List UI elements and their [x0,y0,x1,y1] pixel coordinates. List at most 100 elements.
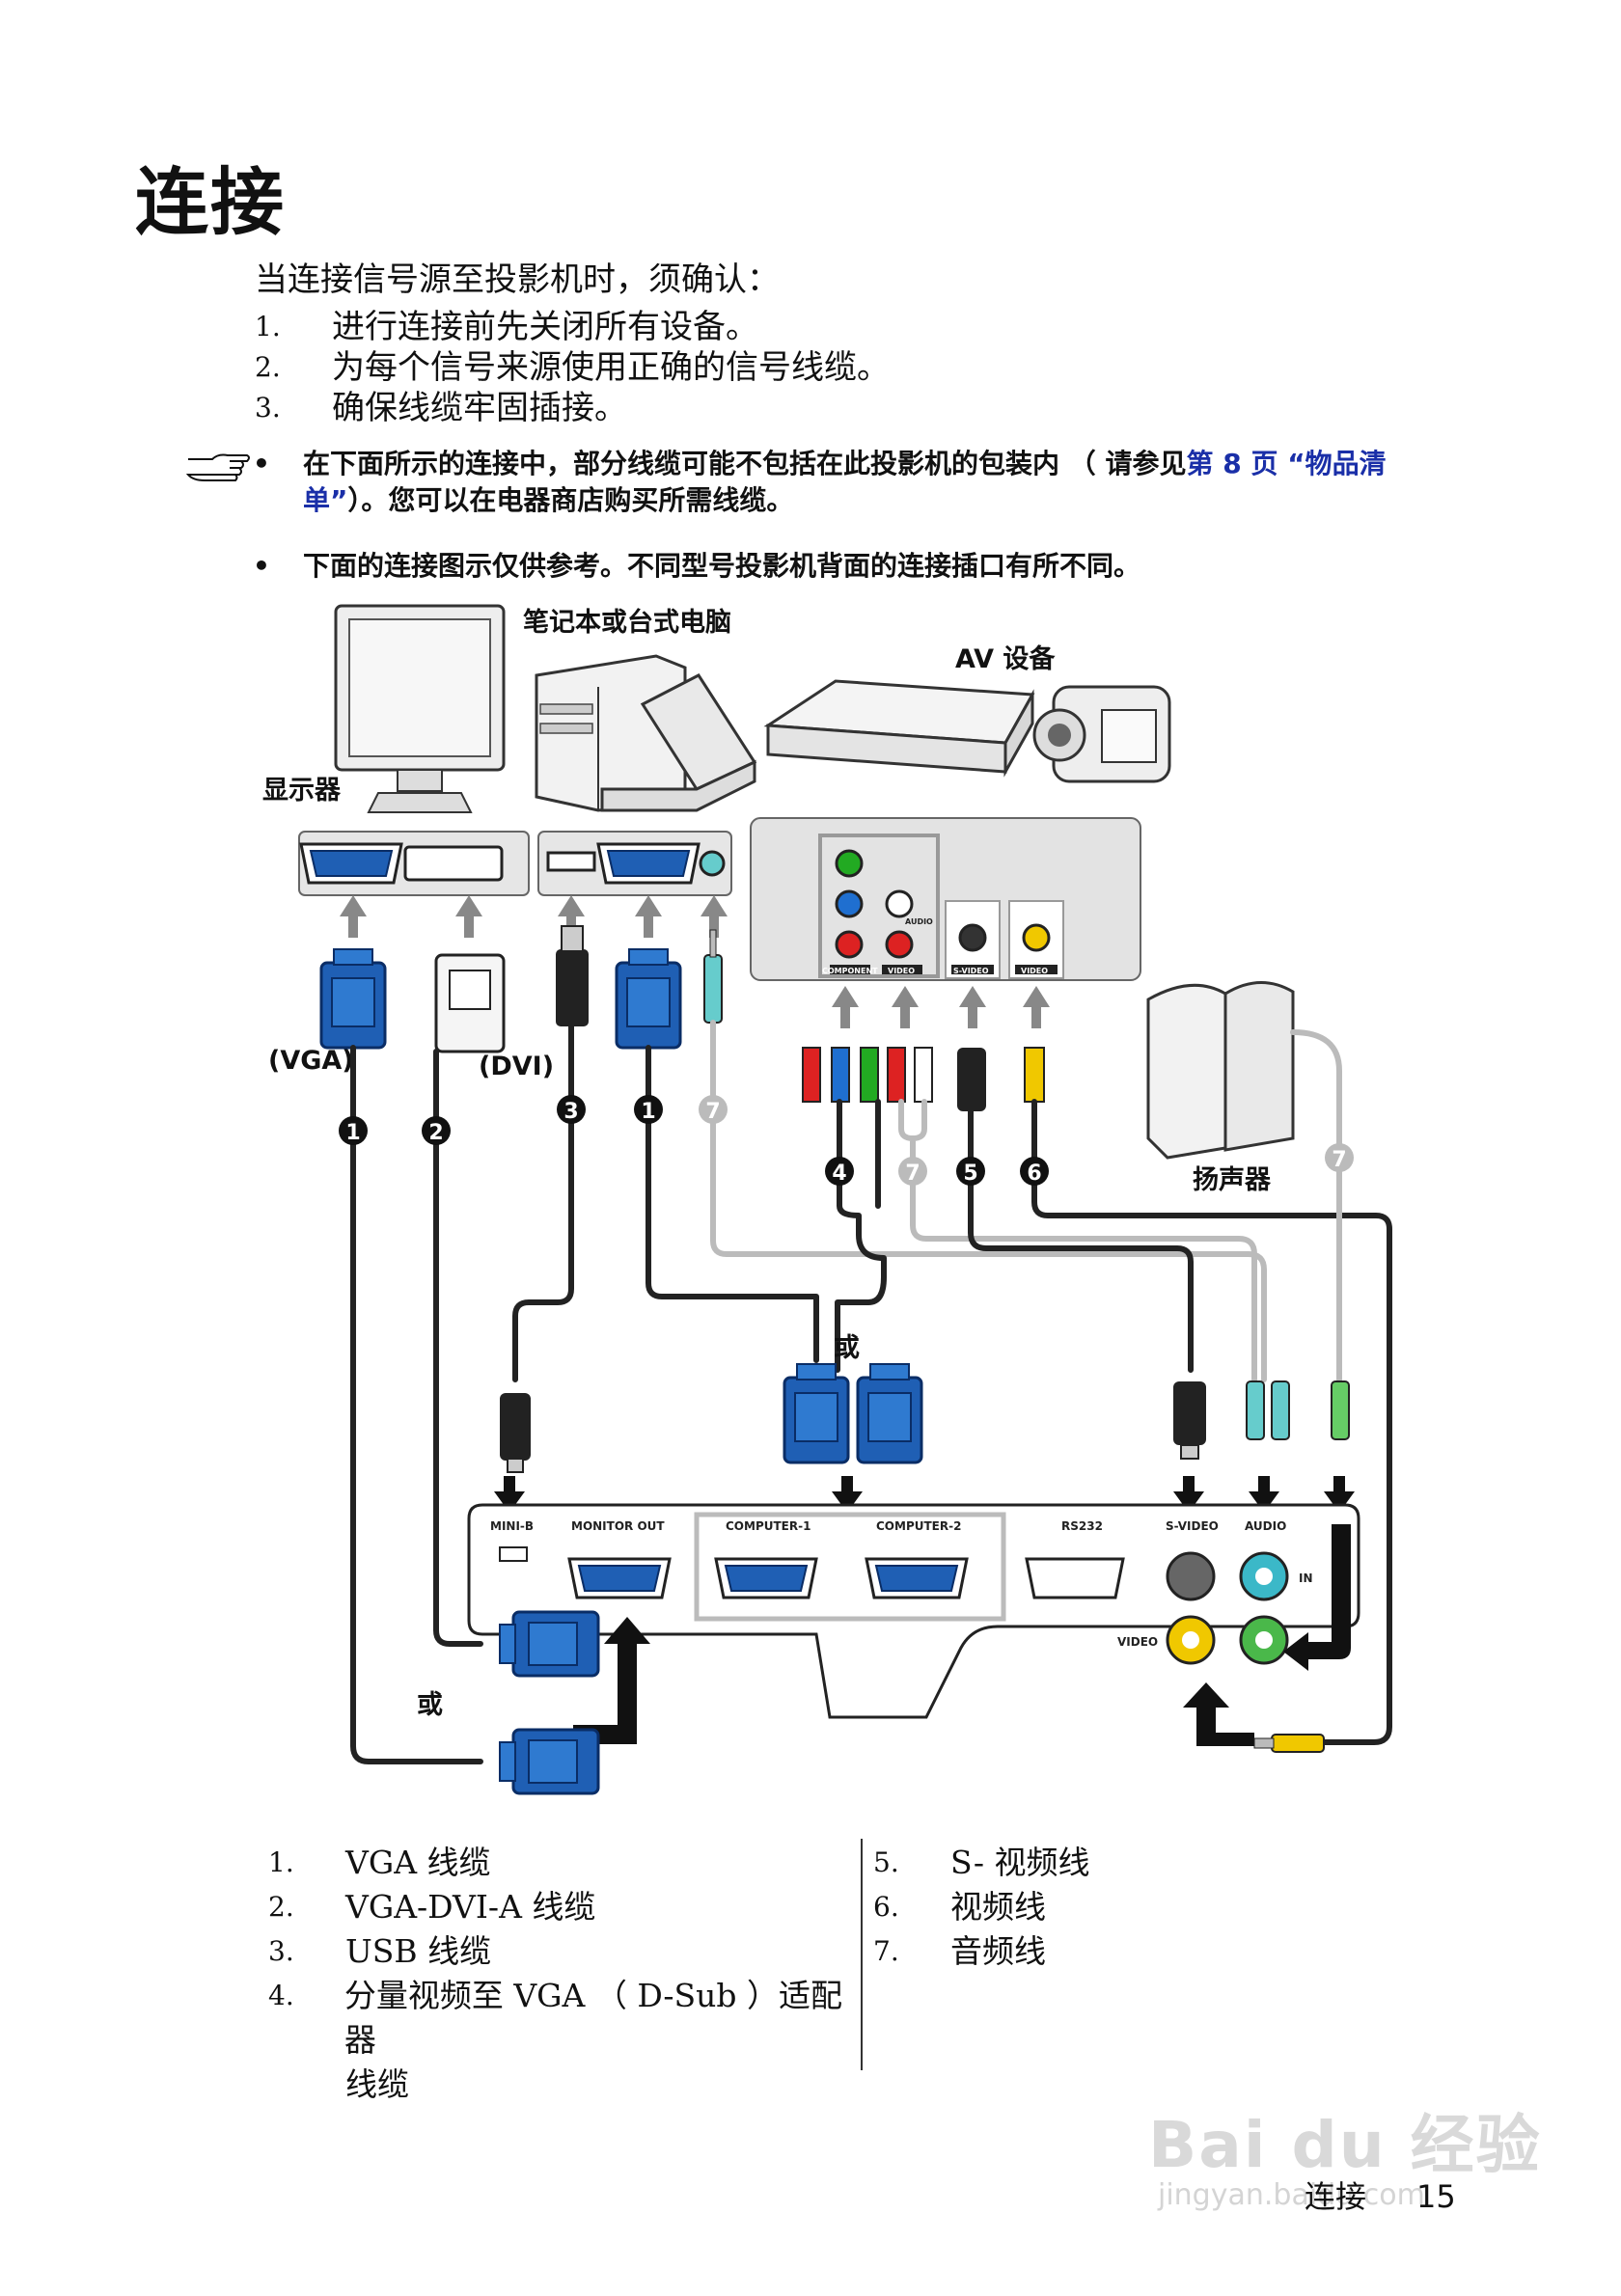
monitor-out-port-label: MONITOR OUT [571,1519,665,1533]
note-text: 下面的连接图示仅供参考。不同型号投影机背面的连接插口有所不同。 [303,550,1141,582]
note-item: • 下面的连接图示仅供参考。不同型号投影机背面的连接插口有所不同。 [189,548,1424,585]
or-label-top: 或 [834,1333,860,1363]
component-port-label: COMPONENT [822,967,878,975]
bullet: • [253,550,270,582]
vga-plug-adapter-2 [856,1362,923,1464]
s-video-port-label: S-VIDEO [1166,1519,1219,1533]
legend-number: 2. [268,1891,294,1923]
audio-port-label: AUDIO [1245,1519,1286,1533]
audio-port-small-label: AUDIO [905,917,933,926]
callout-number: 2 [428,1121,443,1145]
bullet: • [253,448,270,479]
list-item: 3. 确保线缆牢固插接。 [255,388,890,428]
page-reference-link[interactable]: 第 8 页 “物品清单” [303,448,1387,516]
callout-number: 4 [832,1162,846,1186]
callout-number: 6 [1027,1162,1041,1186]
legend-text: 音频线 [950,1932,1046,1970]
step-number: 2. [255,351,281,383]
vga-plug-bottom-1 [498,1610,600,1678]
speakers-label: 扬声器 [1193,1165,1272,1195]
projector-rear-panel: MINI-B MONITOR OUT COMPUTER-1 COMPUTER-2… [467,1503,1360,1719]
legend-divider [861,1839,863,2070]
dvi-plug [434,953,506,1053]
av-port-panel: COMPONENT AUDIO VIDEO S-VIDEO VIDEO [750,817,1141,981]
legend-number [268,2063,345,2107]
legend-number: 6. [873,1891,899,1923]
note-text-after: ）。您可以在电器商店购买所需线缆。 [347,484,794,516]
cables [350,1020,1392,1764]
legend-text: VGA-DVI-A 线缆 [345,1888,596,1926]
usb-plug [556,925,589,1026]
legend-number: 7. [873,1935,899,1967]
legend-number: 1. [268,1846,294,1878]
legend-text: S- 视频线 [950,1844,1090,1881]
legend-text: VGA 线缆 [345,1844,491,1881]
s-video-port-small-label: S-VIDEO [953,967,989,975]
legend-number: 5. [873,1846,899,1878]
computer2-port-label: COMPUTER-2 [876,1519,961,1533]
legend-number: 4. [268,1980,294,2011]
legend-text: USB 线缆 [345,1932,492,1970]
callout-number: 1 [345,1121,360,1145]
list-item: 5. S- 视频线 [873,1841,1356,1885]
callout-number: 7 [1332,1148,1346,1172]
notes-block: • 在下面所示的连接中，部分线缆可能不包括在此投影机的包装内 （ 请参见第 8 … [189,446,1424,585]
computer-port-panel [298,831,732,896]
pointing-hand-icon [185,453,250,481]
vga-label: (VGA) [268,1046,354,1076]
list-item: 7. 音频线 [873,1929,1356,1974]
callouts: 1 2 3 1 7 4 7 5 6 7 [339,1095,1354,1186]
video-port-label: VIDEO [1117,1635,1158,1649]
list-item: 2. 为每个信号来源使用正确的信号线缆。 [255,347,890,388]
note-item: • 在下面所示的连接中，部分线缆可能不包括在此投影机的包装内 （ 请参见第 8 … [189,446,1424,519]
video-port-small-label: VIDEO [888,967,915,975]
up-arrows [340,895,1050,1028]
baidu-watermark: Bai du 经验 [1148,2108,1542,2182]
in-port-label: IN [1299,1572,1313,1585]
laptop-computer [600,673,757,812]
video-port-small-label-2: VIDEO [1021,967,1048,975]
cable-legend-right: 5. S- 视频线 6. 视频线 7. 音频线 [873,1841,1356,1974]
computer-label: 笔记本或台式电脑 [523,607,731,638]
page-footer: 连接 15 [1305,2173,1456,2217]
step-text: 为每个信号来源使用正确的信号线缆。 [332,348,890,387]
speakers-device [1146,981,1295,1160]
list-item: 3. USB 线缆 [268,1929,866,1974]
rca-plugs [802,1047,1045,1111]
list-item: 1. VGA 线缆 [268,1841,866,1885]
step-number: 3. [255,392,281,424]
step-text: 确保线缆牢固插接。 [332,389,627,427]
legend-text: 线缆 [345,2065,409,2103]
page-number: 15 [1416,2178,1456,2215]
callout-number: 7 [705,1100,720,1124]
baidu-watermark-url: jingyan.baidu.com [1158,2178,1425,2212]
footer-section: 连接 [1305,2178,1367,2215]
video-camera [1032,685,1171,783]
legend-text: 视频线 [950,1888,1046,1926]
callout-number: 1 [641,1100,655,1124]
legend-text: 分量视频至 VGA （ D-Sub ）适配器 [343,1977,843,2059]
monitor-device [334,604,506,813]
callout-number: 5 [963,1162,977,1186]
dvd-player [763,679,1035,778]
audio-plugs-bottom [1246,1380,1350,1440]
thick-arrows [573,1524,1351,1746]
note-text: 在下面所示的连接中，部分线缆可能不包括在此投影机的包装内 （ 请参见 [303,448,1187,479]
callout-number: 7 [905,1162,920,1186]
steps-list: 1. 进行连接前先关闭所有设备。 2. 为每个信号来源使用正确的信号线缆。 3. 确保… [255,307,890,428]
vga-plug-computer [615,947,682,1050]
step-text: 进行连接前先关闭所有设备。 [332,308,758,346]
list-item: 6. 视频线 [873,1885,1356,1929]
vga-plug-adapter-1 [783,1362,850,1464]
step-number: 1. [255,311,281,342]
page-title: 连接 [135,159,286,245]
list-item: 4. 分量视频至 VGA （ D-Sub ）适配器 [268,1974,866,2063]
intro-text: 当连接信号源至投影机时，须确认： [255,260,780,299]
legend-number: 3. [268,1935,294,1967]
list-item: 2. VGA-DVI-A 线缆 [268,1885,866,1929]
s-video-plug-bottom [1173,1381,1206,1460]
dvi-label: (DVI) [479,1052,554,1081]
callout-number: 3 [563,1100,578,1124]
yellow-video-plug [1253,1734,1325,1753]
audio-plug-top [703,929,723,1024]
